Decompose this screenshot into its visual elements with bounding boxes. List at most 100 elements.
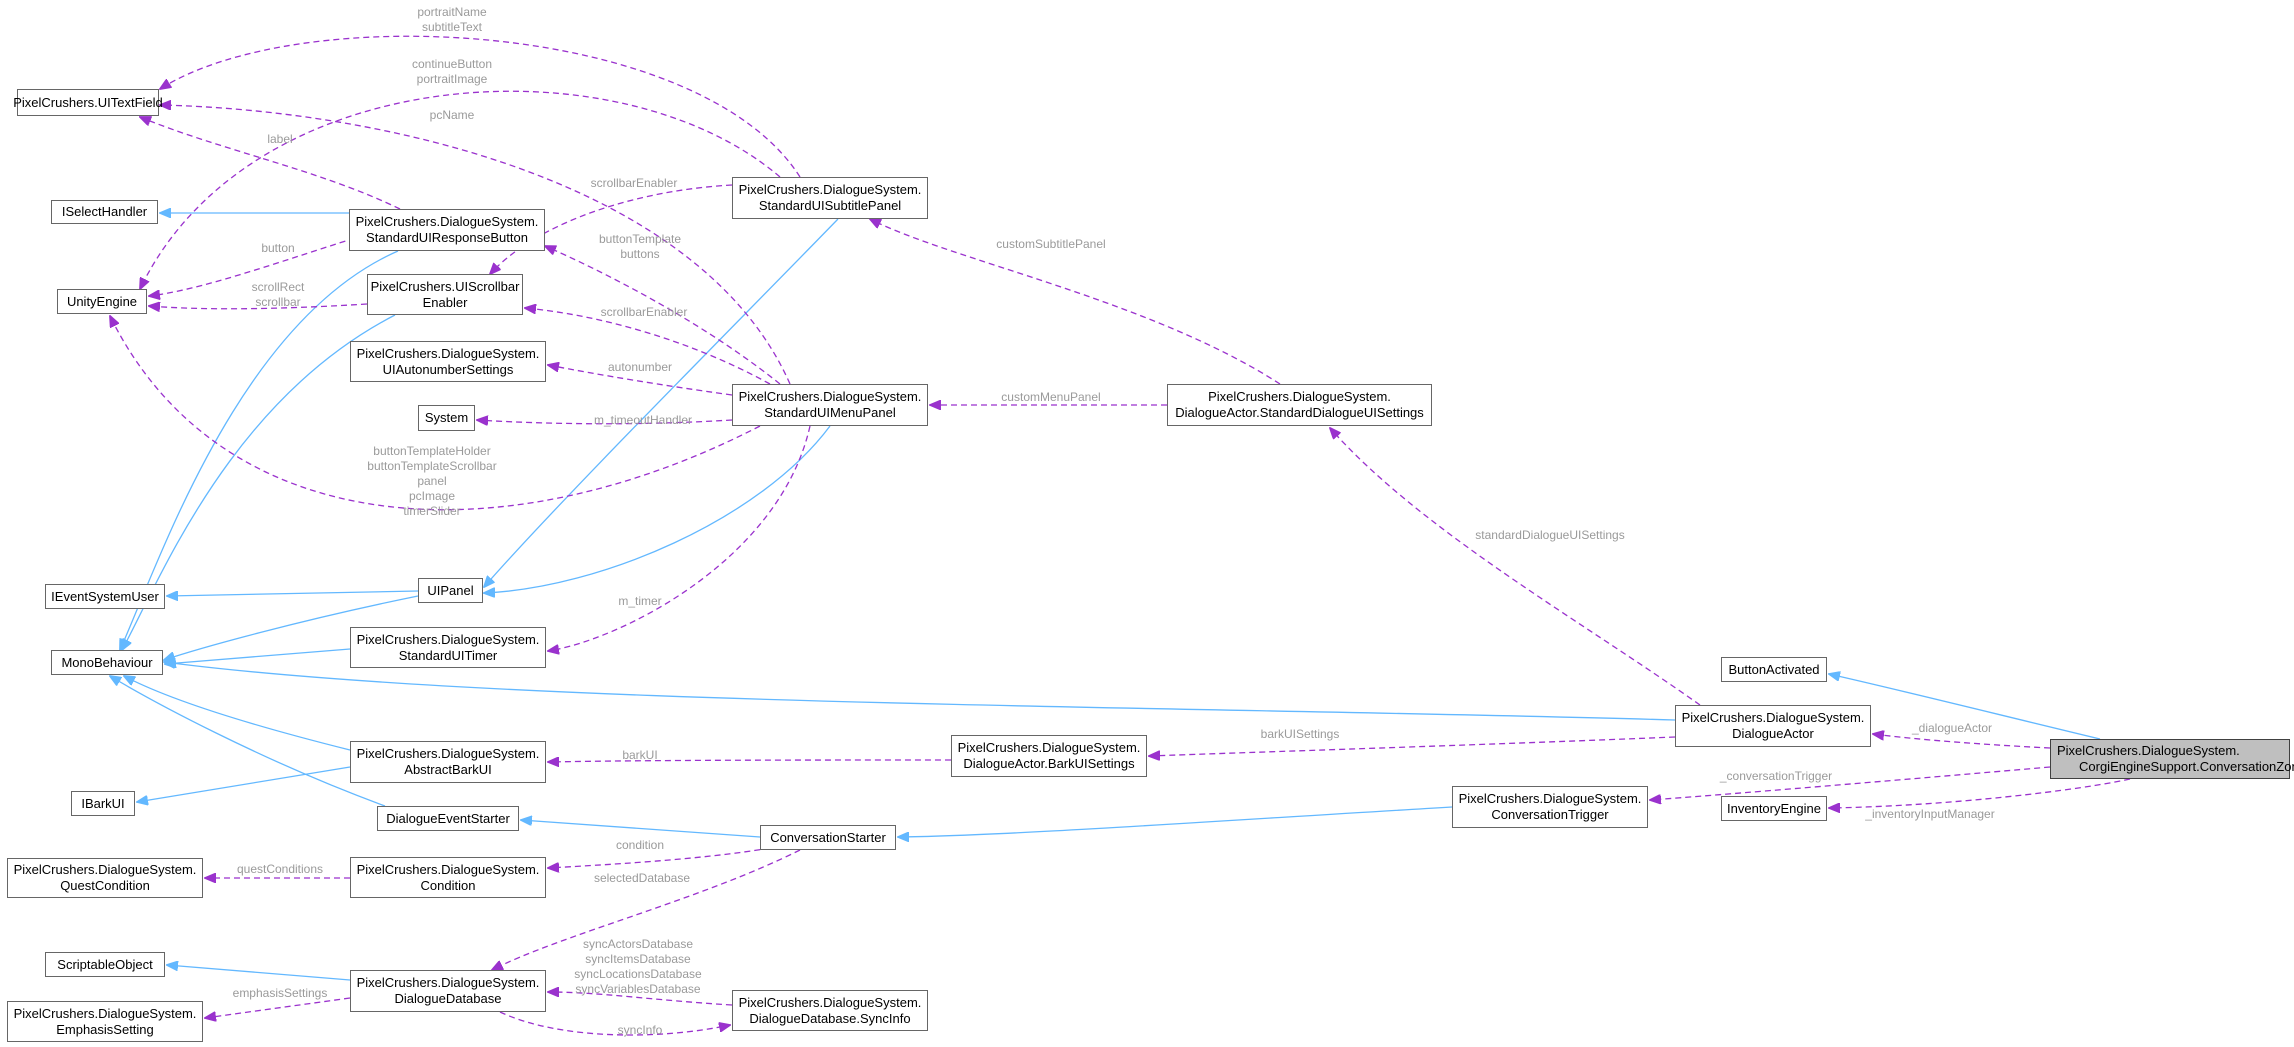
node-label: InventoryEngine bbox=[1727, 800, 1821, 816]
edge-association-barkuisettings-to-abstractbarkui bbox=[548, 760, 952, 762]
edge-inheritance-convstarter-to-eventstarter bbox=[521, 820, 761, 838]
node-label: PixelCrushers.DialogueSystem. bbox=[738, 389, 922, 404]
node-questcondition[interactable]: PixelCrushers.DialogueSystem. QuestCondi… bbox=[7, 858, 203, 898]
node-label: Condition bbox=[420, 877, 476, 893]
edge-label-dialogueactor: _dialogueActor bbox=[1911, 721, 1993, 735]
node-label: PixelCrushers.DialogueSystem. bbox=[355, 214, 539, 229]
node-conversationzone[interactable]: PixelCrushers.DialogueSystem. CorgiEngin… bbox=[2050, 739, 2294, 779]
node-label: StandardUIResponseButton bbox=[366, 230, 528, 245]
edge-inheritance-uipanel-to-monobehaviour bbox=[164, 595, 419, 660]
edge-inheritance-dialogueactor-to-monobehaviour bbox=[164, 662, 1676, 721]
edge-association-menupanel-to-scrollbarenabler bbox=[525, 308, 771, 385]
edge-label-convtrigger: _conversationTrigger bbox=[1719, 769, 1833, 783]
node-label: PixelCrushers.DialogueSystem. bbox=[356, 861, 540, 877]
node-label: PixelCrushers.DialogueSystem. bbox=[13, 1005, 197, 1021]
node-label: IEventSystemUser bbox=[51, 588, 159, 604]
edge-label-pcname: pcName bbox=[429, 108, 475, 122]
edge-association-conversationzone-to-dialogueactor bbox=[1873, 734, 2051, 749]
edge-inheritance-eventstarter-to-monobehaviour bbox=[110, 676, 386, 807]
node-label: DialogueDatabase.SyncInfo bbox=[749, 1010, 911, 1026]
edge-label-timeouthandler: m_timeoutHandler bbox=[593, 413, 693, 427]
node-label: ConversationStarter bbox=[770, 829, 886, 845]
edge-label-label: label bbox=[267, 132, 293, 146]
edge-association-conversationzone-to-inventoryengine bbox=[1829, 778, 2131, 808]
edge-association-database-to-syncinfo bbox=[499, 1011, 730, 1036]
edge-association-convstarter-to-database bbox=[492, 849, 801, 970]
edge-association-scrollbarenabler-to-unityengine bbox=[149, 304, 368, 309]
node-standarduisubtitlepanel[interactable]: PixelCrushers.DialogueSystem. StandardUI… bbox=[732, 177, 928, 219]
edge-label-stdsettings: standardDialogueUISettings bbox=[1475, 528, 1625, 542]
edge-label-condition: condition bbox=[615, 838, 665, 852]
node-label: Enabler bbox=[422, 294, 468, 310]
edge-association-database-to-emphasis bbox=[205, 997, 351, 1018]
edge-association-stddialoguesettings-to-subtitlepanel bbox=[870, 219, 1281, 385]
node-barkuisettings[interactable]: PixelCrushers.DialogueSystem. DialogueAc… bbox=[951, 735, 1147, 777]
node-ibarkui[interactable]: IBarkUI bbox=[71, 791, 135, 816]
edge-label-scrollbarenabler2: scrollbarEnabler bbox=[600, 305, 688, 319]
edge-label-barkui: barkUI bbox=[622, 748, 658, 762]
node-dialogueactor[interactable]: PixelCrushers.DialogueSystem. DialogueAc… bbox=[1675, 705, 1871, 747]
edge-label-button: button bbox=[261, 241, 295, 255]
node-label: DialogueEventStarter bbox=[386, 810, 510, 826]
node-abstractbarkui[interactable]: PixelCrushers.DialogueSystem. AbstractBa… bbox=[350, 741, 546, 783]
edge-label-inventory: _inventoryInputManager bbox=[1865, 807, 1995, 821]
node-label: PixelCrushers.DialogueSystem. bbox=[738, 994, 922, 1010]
edge-label-autonumber: autonumber bbox=[607, 360, 673, 374]
node-label: PixelCrushers.UIScrollbar bbox=[370, 278, 520, 294]
edge-inheritance-database-to-scriptableobject bbox=[167, 965, 351, 981]
edge-association-responsebutton-to-uitextfield bbox=[140, 117, 401, 210]
node-label: PixelCrushers.DialogueSystem. bbox=[1458, 791, 1642, 806]
node-label: PixelCrushers.DialogueSystem. bbox=[356, 345, 540, 361]
node-uitextfield[interactable]: PixelCrushers.UITextField bbox=[13, 89, 163, 116]
node-standarduitimer[interactable]: PixelCrushers.DialogueSystem. StandardUI… bbox=[350, 627, 546, 668]
node-label: PixelCrushers.DialogueSystem. bbox=[13, 862, 197, 877]
node-conversationstarter[interactable]: ConversationStarter bbox=[760, 825, 896, 850]
node-uiautonumbersettings[interactable]: PixelCrushers.DialogueSystem. UIAutonumb… bbox=[350, 341, 546, 382]
node-label: ScriptableObject bbox=[57, 956, 153, 972]
node-label: PixelCrushers.DialogueSystem. bbox=[356, 631, 540, 647]
edge-inheritance-scrollbarenabler-to-monobehaviour bbox=[122, 314, 396, 650]
node-dialoguedatabase[interactable]: PixelCrushers.DialogueSystem. DialogueDa… bbox=[350, 970, 546, 1012]
node-label: PixelCrushers.DialogueSystem. bbox=[356, 746, 540, 761]
node-label: DialogueActor.BarkUISettings bbox=[963, 756, 1135, 771]
edge-association-menupanel-to-uitextfield bbox=[160, 105, 791, 385]
node-standarddialogueuisettings[interactable]: PixelCrushers.DialogueSystem. DialogueAc… bbox=[1167, 384, 1432, 426]
node-unityengine[interactable]: UnityEngine bbox=[57, 289, 147, 314]
node-system[interactable]: System bbox=[418, 405, 475, 431]
node-label: DialogueActor bbox=[1732, 726, 1814, 741]
node-dialogueeventstarter[interactable]: DialogueEventStarter bbox=[377, 806, 519, 831]
node-conversationtrigger[interactable]: PixelCrushers.DialogueSystem. Conversati… bbox=[1452, 786, 1648, 828]
node-emphasissetting[interactable]: PixelCrushers.DialogueSystem. EmphasisSe… bbox=[7, 1001, 203, 1042]
node-label: AbstractBarkUI bbox=[404, 762, 492, 777]
node-monobehaviour[interactable]: MonoBehaviour bbox=[51, 650, 163, 675]
edge-inheritance-uitimer-to-monobehaviour bbox=[165, 648, 351, 664]
edge-association-menupanel-to-system bbox=[477, 420, 733, 424]
edge-label-custommenu: customMenuPanel bbox=[1001, 390, 1101, 404]
node-standarduimenupanel[interactable]: PixelCrushers.DialogueSystem. StandardUI… bbox=[732, 384, 928, 426]
edge-inheritance-subtitlepanel-to-uipanel bbox=[484, 218, 839, 587]
node-scriptableobject[interactable]: ScriptableObject bbox=[45, 952, 165, 977]
node-iselecthandler[interactable]: ISelectHandler bbox=[51, 200, 158, 224]
node-uiscrollbarenabler[interactable]: PixelCrushers.UIScrollbar Enabler bbox=[367, 274, 523, 315]
node-label: PixelCrushers.DialogueSystem. bbox=[356, 975, 540, 990]
node-label: CorgiEngineSupport.ConversationZone bbox=[2079, 759, 2294, 774]
edge-label-questconditions: questConditions bbox=[236, 862, 324, 876]
node-label: PixelCrushers.DialogueSystem. bbox=[2057, 743, 2240, 758]
edge-association-menupanel-to-autonumber bbox=[548, 365, 733, 396]
node-ieventsystemuser[interactable]: IEventSystemUser bbox=[45, 584, 165, 609]
node-inventoryengine[interactable]: InventoryEngine bbox=[1721, 796, 1827, 821]
node-label: UnityEngine bbox=[66, 293, 138, 309]
edge-inheritance-menupanel-to-uipanel bbox=[484, 425, 831, 593]
edge-label-emphasis: emphasisSettings bbox=[232, 986, 328, 1000]
node-label: UIPanel bbox=[427, 582, 474, 598]
node-standarduiresponsebutton[interactable]: PixelCrushers.DialogueSystem. StandardUI… bbox=[349, 209, 545, 251]
edge-association-subtitlepanel-to-uitextfield bbox=[160, 35, 801, 178]
node-uipanel[interactable]: UIPanel bbox=[418, 578, 483, 603]
node-buttonactivated[interactable]: ButtonActivated bbox=[1721, 657, 1827, 682]
node-syncinfo[interactable]: PixelCrushers.DialogueSystem. DialogueDa… bbox=[732, 990, 928, 1031]
node-condition[interactable]: PixelCrushers.DialogueSystem. Condition bbox=[350, 857, 546, 898]
